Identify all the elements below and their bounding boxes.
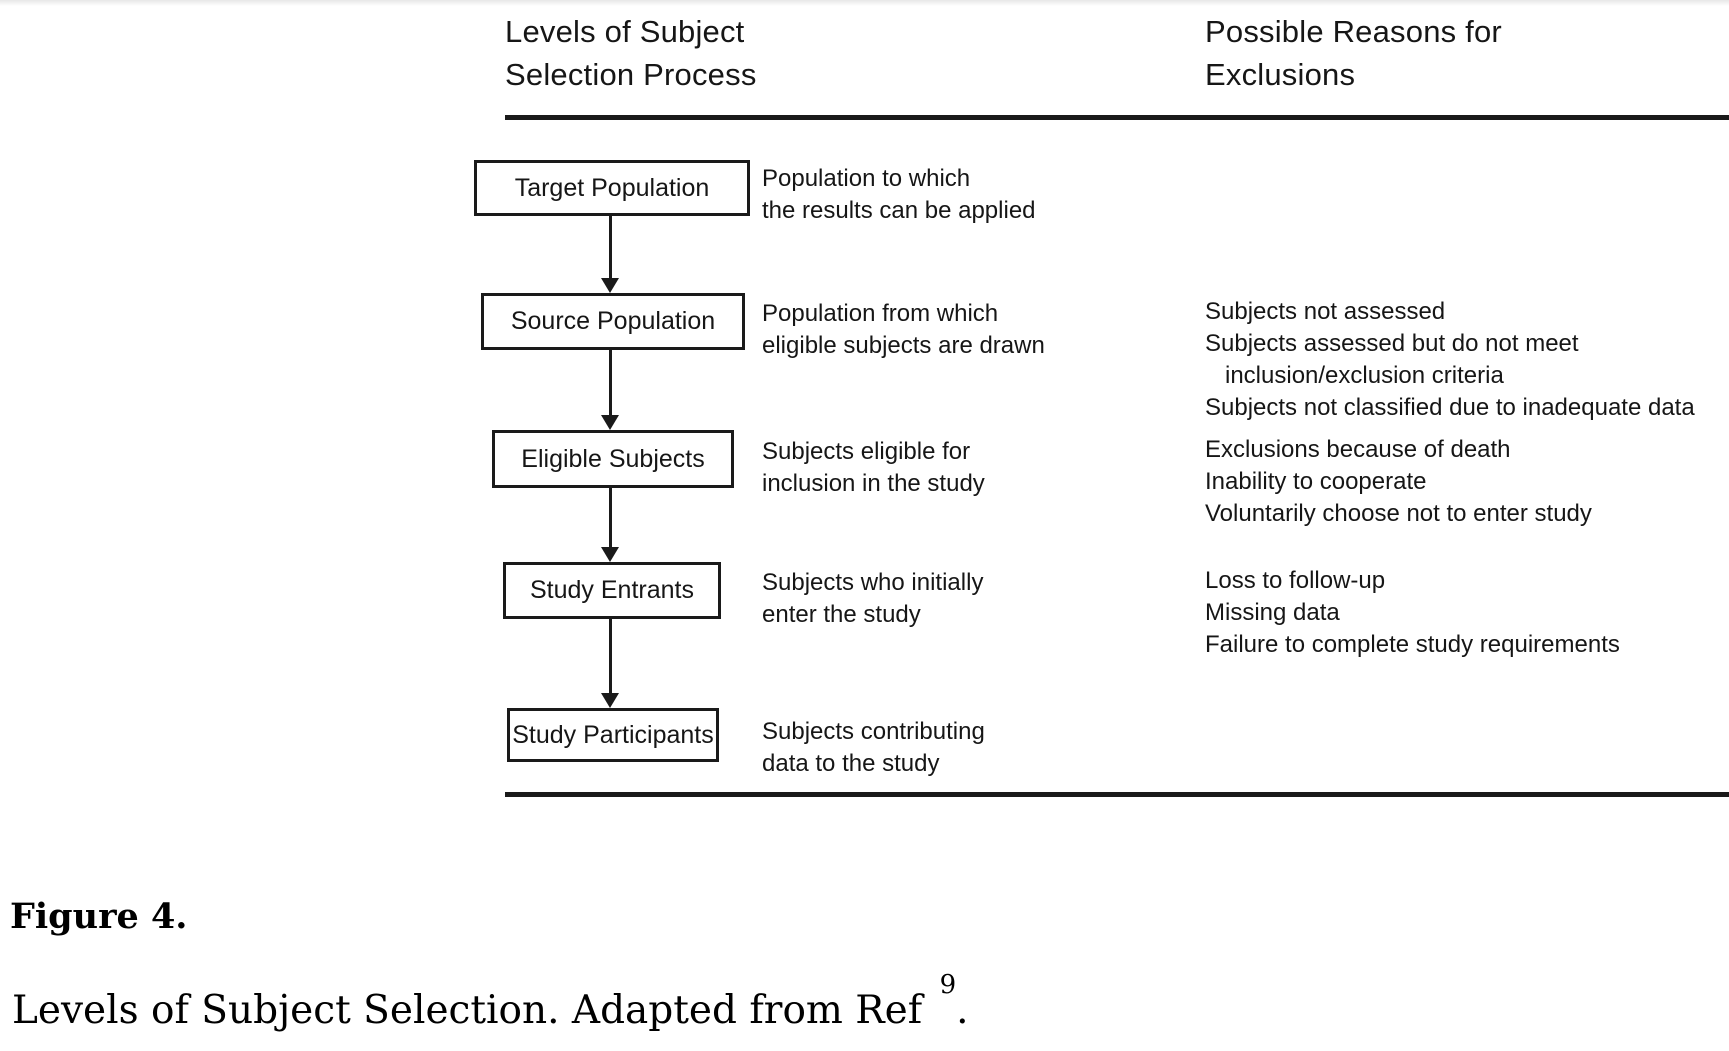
- exclusion-line: inclusion/exclusion criteria: [1205, 362, 1504, 389]
- flow-box-source-population: Source Population: [481, 293, 745, 350]
- arrowhead-down-icon: [601, 693, 619, 708]
- header-line: Levels of Subject: [505, 14, 745, 49]
- exclusion-line: Subjects not classified due to inadequat…: [1205, 394, 1695, 421]
- description-line: eligible subjects are drawn: [762, 332, 1045, 359]
- figure-caption: Levels of Subject Selection. Adapted fro…: [12, 970, 969, 1033]
- description-line: enter the study: [762, 601, 921, 628]
- arrowhead-down-icon: [601, 278, 619, 293]
- exclusions-eligible-subjects: Exclusions because of death Inability to…: [1205, 434, 1592, 530]
- flow-box-label: Study Entrants: [530, 576, 694, 604]
- caption-ref-superscript: 9: [939, 970, 957, 1000]
- flow-box-study-entrants: Study Entrants: [503, 562, 721, 619]
- arrow-line: [608, 619, 612, 695]
- flow-arrow-2: [601, 350, 619, 430]
- exclusion-line: Failure to complete study requirements: [1205, 631, 1620, 658]
- description-study-participants: Subjects contributing data to the study: [762, 716, 985, 780]
- arrowhead-down-icon: [601, 415, 619, 430]
- description-line: inclusion in the study: [762, 470, 985, 497]
- exclusion-line: Exclusions because of death: [1205, 436, 1511, 463]
- exclusion-line: Missing data: [1205, 599, 1340, 626]
- arrow-line: [608, 488, 612, 549]
- flow-box-eligible-subjects: Eligible Subjects: [492, 430, 734, 488]
- flow-box-label: Study Participants: [512, 720, 714, 749]
- description-line: Population from which: [762, 300, 999, 327]
- column-header-exclusions: Possible Reasons for Exclusions: [1205, 10, 1502, 96]
- arrowhead-down-icon: [601, 547, 619, 562]
- flow-box-target-population: Target Population: [474, 160, 750, 216]
- description-source-population: Population from which eligible subjects …: [762, 298, 1045, 362]
- header-line: Selection Process: [505, 57, 757, 92]
- description-line: Subjects who initially: [762, 569, 984, 596]
- header-line: Exclusions: [1205, 57, 1356, 92]
- description-study-entrants: Subjects who initially enter the study: [762, 567, 983, 631]
- caption-period: .: [956, 988, 969, 1033]
- exclusion-line: Subjects not assessed: [1205, 298, 1446, 325]
- exclusions-study-entrants: Loss to follow-up Missing data Failure t…: [1205, 565, 1620, 661]
- flow-box-label: Target Population: [514, 173, 710, 202]
- figure-label: Figure 4.: [10, 896, 188, 937]
- exclusion-line: Loss to follow-up: [1205, 567, 1386, 594]
- flow-arrow-3: [601, 488, 619, 562]
- flow-box-study-participants: Study Participants: [507, 708, 719, 762]
- description-line: data to the study: [762, 750, 940, 777]
- exclusion-line: Subjects assessed but do not meet: [1205, 330, 1579, 357]
- flow-arrow-1: [601, 216, 619, 293]
- top-rule: [505, 115, 1729, 120]
- description-target-population: Population to which the results can be a…: [762, 163, 1036, 227]
- exclusion-line: Voluntarily choose not to enter study: [1205, 500, 1592, 527]
- exclusion-line: Inability to cooperate: [1205, 468, 1427, 495]
- header-line: Possible Reasons for: [1205, 14, 1502, 49]
- column-header-process: Levels of Subject Selection Process: [505, 10, 757, 96]
- top-edge-strip: [0, 0, 1729, 6]
- bottom-rule: [505, 792, 1729, 797]
- description-eligible-subjects: Subjects eligible for inclusion in the s…: [762, 436, 985, 500]
- description-line: the results can be applied: [762, 197, 1036, 224]
- description-line: Subjects contributing: [762, 718, 985, 745]
- caption-text: Levels of Subject Selection. Adapted fro…: [12, 988, 935, 1033]
- flow-arrow-4: [601, 619, 619, 708]
- description-line: Subjects eligible for: [762, 438, 971, 465]
- flow-box-label: Source Population: [510, 307, 716, 335]
- exclusions-source-population: Subjects not assessed Subjects assessed …: [1205, 296, 1695, 424]
- arrow-line: [608, 216, 612, 280]
- flow-box-label: Eligible Subjects: [521, 444, 705, 473]
- description-line: Population to which: [762, 165, 971, 192]
- arrow-line: [608, 350, 612, 417]
